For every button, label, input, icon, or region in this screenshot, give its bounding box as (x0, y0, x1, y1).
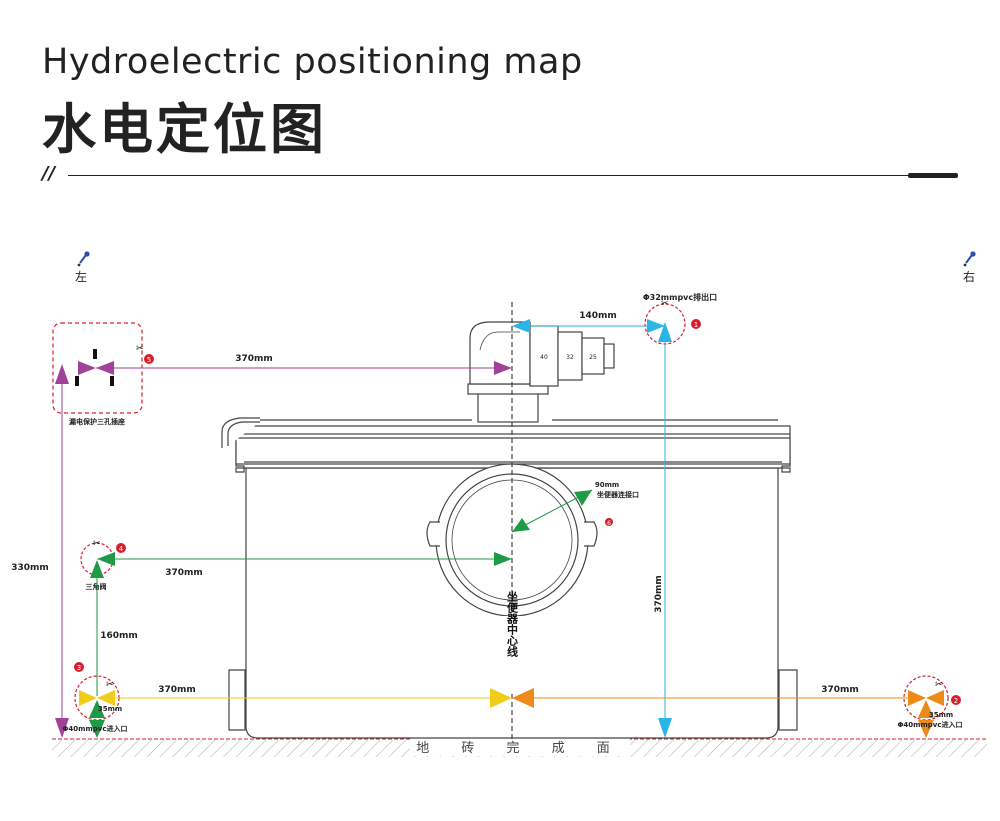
left-inlet-point-3: ✂ 3 35mm Φ40mmpvc进入口 370mm (62, 662, 512, 738)
dim-socket-horizontal: 370mm (235, 354, 273, 364)
dim-socket-vertical: 330mm (11, 563, 49, 573)
right-label: 右 (963, 269, 975, 284)
dim-right-inlet-horizontal: 370mm (821, 685, 859, 695)
valve-point-4: ✂ 4 三角阀 370mm 160mm 90mm 坐便器连接口 6 (80, 481, 639, 696)
socket-point-5: ✂ 5 漏电保护三孔插座 370mm 330mm (11, 322, 512, 738)
scissors-icon: ✂ (935, 680, 943, 690)
dim-valve-horizontal: 370mm (165, 568, 203, 578)
pipe-size-label: 40 (540, 354, 548, 361)
dim-left-inlet-horizontal: 370mm (158, 685, 196, 695)
socket-label: 漏电保护三孔插座 (69, 417, 125, 426)
floor: 地 砖 完 成 面 (52, 738, 987, 757)
marker-number: 2 (954, 697, 958, 705)
outlet-point-1: ✂ 1 Φ32mmpvc排出口 140mm 370mm (512, 292, 717, 738)
socket-pin (110, 376, 114, 386)
pin-icon (77, 251, 90, 267)
divider-line (68, 175, 958, 176)
title-english: Hydroelectric positioning map (42, 42, 583, 82)
dim-toilet-port: 90mm (595, 481, 619, 489)
marker-number: 6 (607, 520, 611, 527)
outlet-label: Φ32mmpvc排出口 (643, 292, 717, 302)
pin-icon (963, 251, 976, 267)
right-inlet-label: Φ40mmpvc进入口 (897, 720, 962, 729)
dim-right-inlet-height: 35mm (929, 711, 953, 719)
dim-left-inlet-height: 35mm (98, 705, 122, 713)
scissors-icon: ✂ (106, 680, 114, 690)
pipe-size-labels: 40 32 25 (540, 354, 597, 361)
marker-number: 5 (147, 356, 151, 364)
scissors-icon: ✂ (136, 344, 144, 354)
divider-mark: // (42, 163, 56, 184)
pipe-size-label: 32 (566, 354, 574, 361)
floor-label: 地 砖 完 成 面 (416, 741, 624, 756)
left-label: 左 (75, 269, 87, 284)
divider-line-accent (908, 173, 958, 178)
pipe-size-label: 25 (589, 354, 597, 361)
right-side-marker: 右 (963, 251, 976, 284)
dim-valve-vertical: 160mm (100, 631, 138, 641)
valve-label: 三角阀 (86, 582, 107, 591)
marker-number: 3 (77, 664, 81, 672)
title-chinese: 水电定位图 (42, 98, 327, 161)
scissors-icon: ✂ (661, 299, 669, 309)
left-side-marker: 左 (75, 251, 90, 284)
socket-pin (75, 376, 79, 386)
marker-number: 1 (694, 321, 698, 329)
left-inlet-label: Φ40mmpvc进入口 (62, 724, 127, 733)
pump-unit (221, 321, 798, 739)
marker-number: 4 (119, 545, 124, 553)
toilet-center-line: 坐便器中心线 (503, 302, 521, 740)
dim-outlet-horizontal: 140mm (579, 311, 617, 321)
center-line-label: 坐便器中心线 (506, 590, 520, 658)
scissors-icon: ✂ (93, 539, 101, 549)
socket-pin (93, 349, 97, 359)
toilet-port-label: 坐便器连接口 (597, 490, 639, 499)
right-inlet-point-2: ✂ 2 35mm Φ40mmpvc进入口 370mm (512, 675, 963, 738)
dim-outlet-vertical: 370mm (654, 575, 664, 613)
